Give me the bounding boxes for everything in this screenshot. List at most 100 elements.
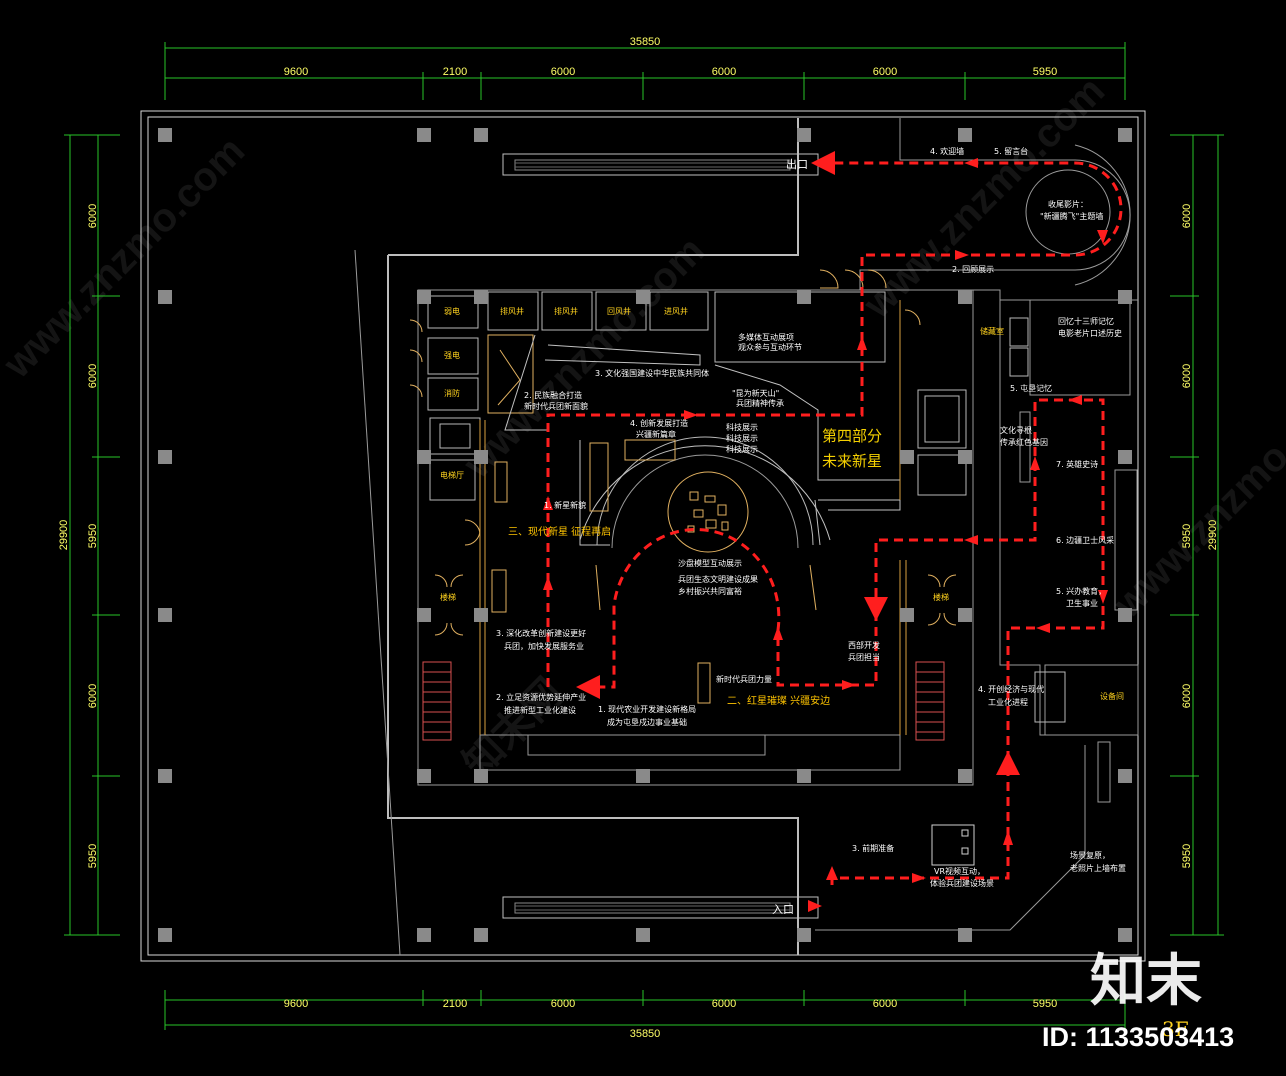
label-culture: 3. 文化强国建设中华民族共同体 — [595, 368, 709, 378]
room-shaft4: 进风井 — [664, 306, 688, 316]
label-oasis: 2. 民族融合打造 — [524, 390, 582, 400]
label-tech2: 科技展示 — [726, 433, 758, 443]
label-corridor: 2. 回顾展示 — [952, 265, 994, 274]
stairs-left — [422, 661, 452, 741]
dim-right-5: 5950 — [1181, 844, 1193, 868]
label-reform2: 兵团，加快发展服务业 — [504, 641, 584, 651]
part3-title: 三、现代新星 征程再启 — [508, 525, 611, 538]
watermark-diag-3: www.znzmo.com — [855, 68, 1114, 327]
dim-total-left: 29900 — [58, 520, 70, 551]
dim-total-right: 29900 — [1207, 520, 1219, 551]
label-front: 3. 前期准备 — [852, 843, 894, 853]
stairs-right — [915, 661, 945, 741]
hall-frame — [479, 300, 907, 735]
exhibit-labels: 4. 欢迎墙 5. 留言台 收尾影片： "新疆腾飞"主题墙 2. 回顾展示 回忆… — [496, 146, 1126, 888]
label-newera: 新时代兵团力量 — [716, 674, 772, 684]
room-elec2: 强电 — [444, 350, 460, 360]
label-film2: "新疆腾飞"主题墙 — [1040, 211, 1103, 221]
label-multi2: 观众参与互动环节 — [738, 342, 802, 352]
label-modern: 1. 现代农业开发建设新格局 — [598, 704, 696, 714]
columns — [158, 128, 1132, 942]
label-memory: 5. 屯垦记忆 — [1010, 383, 1052, 393]
dim-left-1: 6000 — [87, 204, 99, 228]
label-newlook: 1. 新星新貌 — [544, 500, 586, 510]
route-arrows — [543, 158, 1108, 912]
label-sand3: 乡村振兴共同富裕 — [678, 586, 742, 596]
vr-booth — [931, 824, 975, 866]
watermark-diag-4: www.znzmo.com — [1105, 368, 1286, 627]
room-elec1: 弱电 — [444, 306, 460, 316]
label-welcome: 4. 欢迎墙 — [930, 146, 964, 156]
room-stair2: 楼梯 — [933, 592, 949, 602]
right-corridor — [815, 299, 1139, 931]
label-start: 4. 开创经济与现代 — [978, 684, 1044, 694]
label-oasis2: 新时代兵团新面貌 — [524, 401, 588, 411]
label-culture-right2: 传承红色基因 — [1000, 437, 1048, 447]
label-scene: 场景复原， — [1070, 850, 1110, 860]
label-hero: 7. 英雄史诗 — [1056, 459, 1098, 469]
gate-labels: 出口 入口 — [772, 157, 808, 916]
dim-left-5: 5950 — [87, 844, 99, 868]
watermark-diag-1: www.znzmo.com — [0, 128, 253, 387]
label-rural: 5. 兴办教育， — [1056, 586, 1106, 596]
room-storage: 储藏室 — [980, 326, 1004, 336]
dimension-text: 35850 9600 2100 6000 6000 6000 5950 9600… — [58, 36, 1219, 1040]
dim-top-4: 6000 — [712, 66, 736, 78]
dim-right-1: 6000 — [1181, 204, 1193, 228]
dim-top-1: 9600 — [284, 66, 308, 78]
label-culture-right: 文化寻根 — [1000, 425, 1032, 435]
section-titles: 第四部分 未来新星 三、现代新星 征程再启 二、红星璀璨 兴疆安边 — [508, 427, 882, 707]
watermark-logo: 知末 — [1090, 949, 1202, 1014]
entrance-label: 入口 — [772, 903, 794, 916]
dim-top-6: 5950 — [1033, 66, 1057, 78]
dimension-lines — [64, 42, 1224, 1030]
room-stair1: 楼梯 — [440, 592, 456, 602]
atrium-boundary — [354, 118, 799, 956]
dim-left-4: 6000 — [87, 684, 99, 708]
part4-title-line1: 第四部分 — [822, 427, 882, 445]
tour-route — [546, 151, 1123, 885]
exit-label: 出口 — [786, 157, 808, 171]
watermark-diag-2: www.znzmo.com — [455, 228, 714, 487]
dim-top-3: 6000 — [551, 66, 575, 78]
label-tech: 科技展示 — [726, 422, 758, 432]
label-modern2: 成为屯垦戍边事业基础 — [607, 717, 687, 727]
dim-bot-4: 6000 — [712, 998, 736, 1010]
label-history: 回忆十三师记忆 — [1058, 316, 1114, 326]
room-shaft1: 排风井 — [500, 306, 524, 316]
label-film: 收尾影片： — [1048, 199, 1088, 209]
dim-bot-2: 2100 — [443, 998, 467, 1010]
room-elevator-hall: 电梯厅 — [440, 470, 464, 480]
label-innov2: 兴疆新篇章 — [636, 429, 676, 439]
label-tech3: 科技展示 — [726, 444, 758, 454]
dim-top-5: 6000 — [873, 66, 897, 78]
label-frontier: 6. 边疆卫士风采 — [1056, 535, 1114, 545]
part4-title-line2: 未来新星 — [822, 452, 882, 470]
escalator-top — [502, 153, 819, 176]
dim-bot-5: 6000 — [873, 998, 897, 1010]
label-tianshan: "昆为新天山" — [732, 388, 779, 398]
escalator-bottom — [502, 896, 819, 919]
label-history2: 电影老片口述历史 — [1058, 328, 1122, 338]
dim-right-2: 6000 — [1181, 364, 1193, 388]
dim-bot-1: 9600 — [284, 998, 308, 1010]
room-equip: 设备间 — [1100, 691, 1124, 701]
dim-right-4: 6000 — [1181, 684, 1193, 708]
shaft-rooms — [427, 291, 1066, 723]
label-west2: 兵团担当 — [848, 652, 880, 662]
label-sand: 沙盘模型互动展示 — [678, 558, 742, 568]
left-exhibits — [487, 334, 711, 704]
dim-total-bottom: 35850 — [630, 1028, 661, 1040]
label-industry: 2. 立足资源优势延伸产业 — [496, 692, 586, 702]
dim-left-2: 6000 — [87, 364, 99, 388]
label-industry2: 推进新型工业化建设 — [504, 705, 576, 715]
room-shaft3: 回风井 — [607, 306, 631, 316]
label-sand2: 兵团生态文明建设成果 — [678, 574, 758, 584]
label-tianshan2: 兵团精神传承 — [736, 398, 784, 408]
label-innov: 4. 创新发展打造 — [630, 418, 688, 428]
watermark-id: ID: 1133503413 — [1042, 1022, 1234, 1052]
label-ai2: 体验兵团建设场景 — [930, 878, 994, 888]
building-outline — [140, 110, 1146, 962]
central-sandbox — [579, 436, 831, 611]
label-ai: VR视频互动， — [934, 866, 985, 876]
